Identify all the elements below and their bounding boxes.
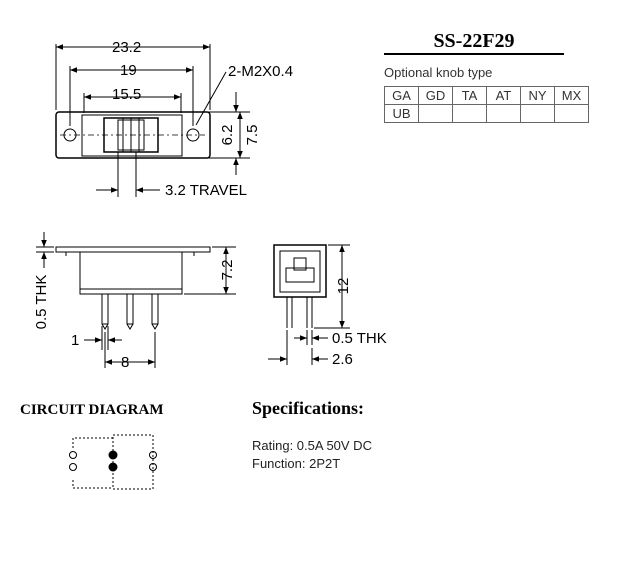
knob-type-cell: [520, 104, 555, 123]
knob-type-cell: [452, 104, 487, 123]
dim-travel: 3.2 TRAVEL: [165, 182, 247, 199]
knob-type-cell: [486, 104, 521, 123]
spec-rating: Rating: 0.5A 50V DC: [252, 438, 372, 453]
dim-end-height: 12: [335, 278, 352, 295]
model-underline: [384, 53, 564, 55]
circuit-diagram-title: CIRCUIT DIAGRAM: [20, 402, 164, 418]
common-terminal-top: [108, 450, 118, 460]
dim-height-outer: 7.5: [244, 125, 261, 146]
knob-type-cell: GD: [418, 86, 453, 105]
top-view: [55, 44, 250, 197]
terminal-right-top: [149, 451, 157, 459]
common-terminal-bottom: [108, 462, 118, 472]
model-number: SS-22F29: [433, 30, 515, 52]
dim-end-pin-thickness: 0.5 THK: [332, 330, 387, 347]
knob-type-cell: NY: [520, 86, 555, 105]
dim-side-height: 7.2: [219, 260, 236, 281]
side-view: [36, 232, 236, 368]
knob-type-cell: [418, 104, 453, 123]
dim-overall-length: 23.2: [112, 39, 141, 56]
dim-plate-thickness: 0.5 THK: [33, 275, 50, 330]
dim-mount-screws: 2-M2X0.4: [228, 63, 293, 80]
dim-pin-pitch: 8: [121, 354, 129, 371]
dim-inner-length: 15.5: [112, 86, 141, 103]
dim-pin-width: 1: [71, 332, 79, 349]
circuit-diagram: [69, 434, 157, 490]
terminal-left-bottom: [69, 463, 77, 471]
knob-type-cell: AT: [486, 86, 521, 105]
knob-type-cell: MX: [554, 86, 589, 105]
dim-mounting-pitch: 19: [120, 62, 137, 79]
dim-height-inner: 6.2: [219, 125, 236, 146]
dim-end-pin-spacing: 2.6: [332, 351, 353, 368]
knob-type-table: GA GD TA AT NY MX UB: [384, 86, 589, 123]
knob-type-cell: TA: [452, 86, 487, 105]
specifications-title: Specifications:: [252, 398, 364, 418]
end-view: [268, 244, 350, 365]
spec-function: Function: 2P2T: [252, 456, 341, 471]
terminal-left-top: [69, 451, 77, 459]
knob-type-cell: UB: [384, 104, 419, 123]
knob-type-cell: GA: [384, 86, 419, 105]
knob-options-title: Optional knob type: [384, 65, 493, 80]
terminal-right-bottom: [149, 463, 157, 471]
knob-type-cell: [554, 104, 589, 123]
